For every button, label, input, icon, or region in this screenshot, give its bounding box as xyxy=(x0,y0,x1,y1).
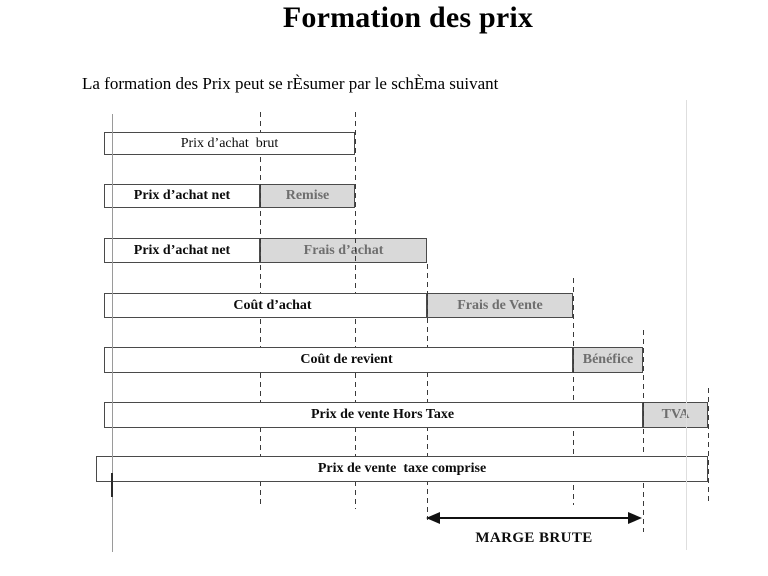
page-title: Formation des prix xyxy=(282,1,534,34)
box-frais-de-vente: Frais de Vente xyxy=(427,293,573,318)
marge-brute-label: MARGE BRUTE xyxy=(475,530,593,546)
dashed-guide-line-prix-ttc xyxy=(708,388,709,505)
slide-border-line xyxy=(686,100,687,550)
box-prix-vente-ht: Prix de vente Hors Taxe xyxy=(104,402,643,428)
box-prix-achat-brut: Prix d’achat brut xyxy=(104,132,355,155)
box-prix-achat-net: Prix d’achat net xyxy=(104,238,260,263)
dashed-guide-line-prix-ht xyxy=(643,330,644,532)
slide-subtitle: La formation des Prix peut se rÈsumer pa… xyxy=(82,74,499,93)
box-prix-achat-net: Prix d’achat net xyxy=(104,184,260,208)
box-frais-achat: Frais d’achat xyxy=(260,238,427,263)
box-prix-vente-ttc: Prix de vente taxe comprise xyxy=(96,456,708,482)
left-axis-line xyxy=(112,114,113,552)
box-tva: TVA xyxy=(643,402,708,428)
dashed-guide-line-cout-revient xyxy=(573,278,574,505)
marge-brute-arrow xyxy=(438,517,630,519)
box-benefice: Bénéfice xyxy=(573,347,643,373)
left-axis-tick xyxy=(111,473,113,497)
arrow-head-right-icon xyxy=(628,512,642,524)
box-cout-achat: Coût d’achat xyxy=(104,293,427,318)
box-cout-de-revient: Coût de revient xyxy=(104,347,573,373)
arrow-head-left-icon xyxy=(426,512,440,524)
dashed-guide-line-cout-achat xyxy=(427,264,428,520)
box-remise: Remise xyxy=(260,184,355,208)
